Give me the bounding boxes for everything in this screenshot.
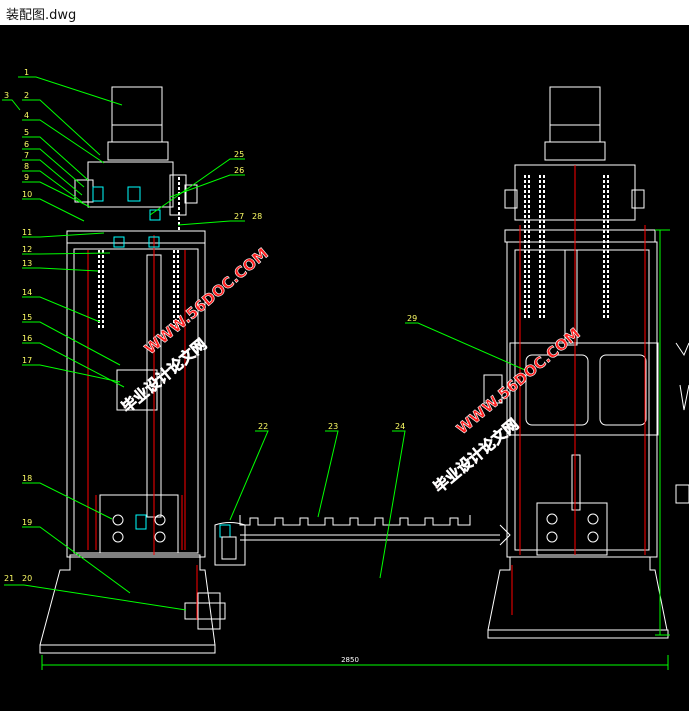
callout-1: 1 [24, 68, 29, 77]
watermark-url-right: WWW.56DOC.COM [453, 324, 584, 438]
callout-2: 2 [24, 91, 29, 100]
callout-15: 15 [22, 313, 32, 322]
right-centerlines [196, 165, 646, 620]
right-block-bolts [546, 513, 599, 543]
callout-25: 25 [234, 150, 244, 159]
right-assembly [483, 86, 669, 639]
left-block-bolts [112, 514, 166, 543]
callout-5: 5 [24, 128, 29, 137]
callout-16: 16 [22, 334, 32, 343]
callout-10: 10 [22, 190, 32, 199]
left-motor [111, 86, 163, 143]
callout-9: 9 [24, 173, 29, 182]
callout-27: 27 [234, 212, 244, 221]
callout-7: 7 [24, 151, 29, 160]
callout-20: 20 [22, 574, 32, 583]
left-chains [98, 177, 180, 330]
dimension-label: 2850 [341, 656, 359, 664]
right-body [506, 241, 658, 558]
callout-28: 28 [252, 212, 262, 221]
edge-marks [675, 342, 689, 504]
callout-6: 6 [24, 140, 29, 149]
watermark-left: WWW.56DOC.COM 毕业设计论文网 [118, 244, 272, 417]
drawing-canvas[interactable]: 2850 1 2 3 4 5 6 [0, 25, 689, 711]
left-body [66, 242, 206, 558]
right-dimension [655, 229, 670, 636]
right-chains [524, 175, 609, 320]
callout-13: 13 [22, 259, 32, 268]
callout-24: 24 [395, 422, 405, 431]
callout-17: 17 [22, 356, 32, 365]
callout-21: 21 [4, 574, 14, 583]
callout-3: 3 [4, 91, 9, 100]
callout-19: 19 [22, 518, 32, 527]
right-motor [549, 86, 601, 143]
callout-29: 29 [407, 314, 417, 323]
callout-26: 26 [234, 166, 244, 175]
right-top-plate [504, 229, 656, 243]
file-title: 装配图.dwg [6, 8, 77, 23]
overall-dimension: 2850 [41, 655, 669, 670]
callout-11: 11 [22, 228, 32, 237]
callouts: 1 2 3 4 5 6 7 8 9 10 11 12 13 14 15 16 1… [4, 68, 417, 583]
callout-22: 22 [258, 422, 268, 431]
conveyor [214, 515, 511, 566]
callout-18: 18 [22, 474, 32, 483]
callout-4: 4 [24, 111, 29, 120]
callout-12: 12 [22, 245, 32, 254]
leader-lines [2, 76, 526, 611]
right-carriage [509, 342, 659, 436]
callout-8: 8 [24, 162, 29, 171]
callout-14: 14 [22, 288, 32, 297]
left-top-plate [66, 230, 206, 244]
title-bar: 装配图.dwg [0, 0, 689, 25]
left-centerlines [87, 235, 186, 555]
callout-23: 23 [328, 422, 338, 431]
